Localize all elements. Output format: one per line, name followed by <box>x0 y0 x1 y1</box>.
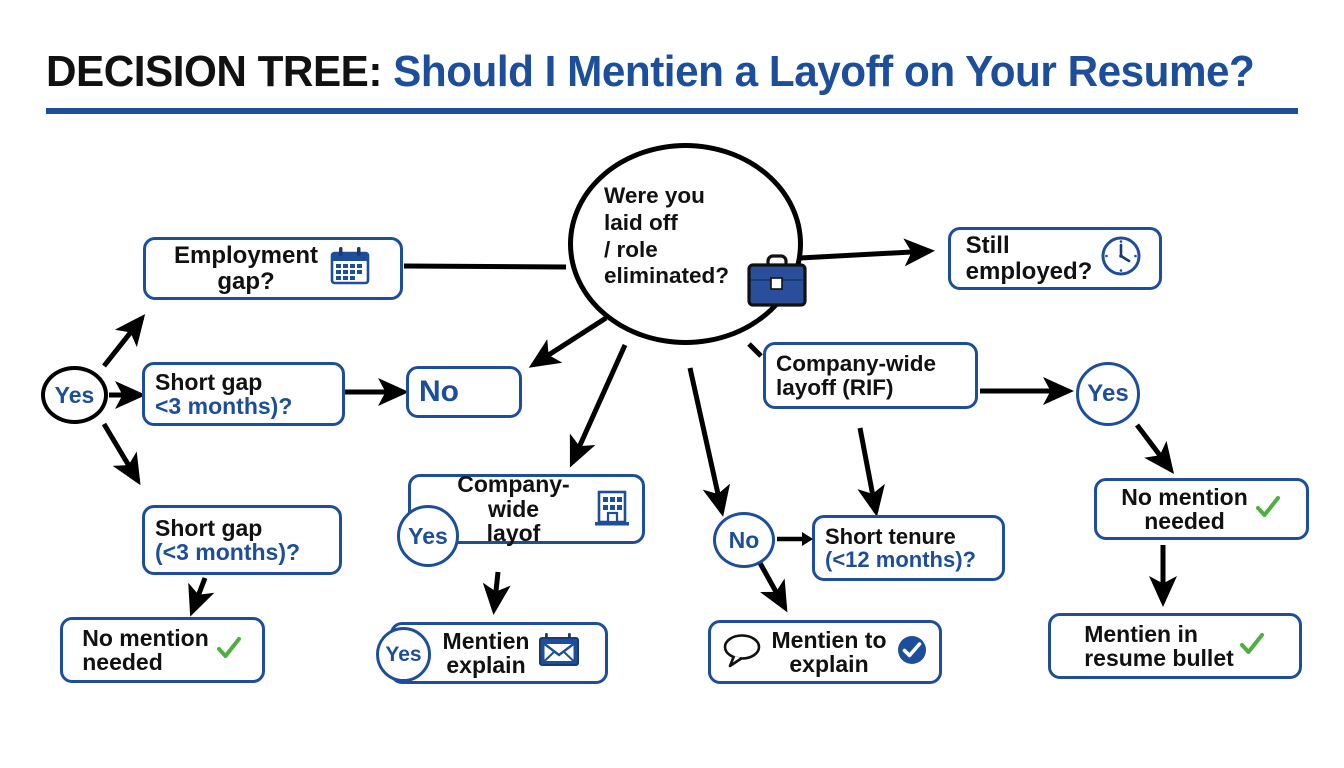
node-no-answer[interactable]: No <box>406 366 522 418</box>
short-tenure-line-1: Short tenure <box>825 523 956 549</box>
root-decision-label: Were you laid off / role eliminated? <box>604 183 769 290</box>
link-root-to-employment-gap <box>403 263 567 270</box>
still-employed-line-2: employed? <box>965 257 1093 285</box>
title-main-text: DECISION TREE: <box>46 47 382 96</box>
badge-yes-mentien-explain-label: Yes <box>385 642 422 666</box>
node-still-employed[interactable]: Still employed? <box>948 227 1162 290</box>
resume-bullet-line-1: Mentien in <box>1084 620 1198 647</box>
no-mention-right-line-2: needed <box>1144 508 1225 534</box>
company-layof-line-2: layof <box>486 520 541 547</box>
mentien-to-explain-line-2: explain <box>789 651 869 677</box>
badge-yes-rif-label: Yes <box>1087 380 1129 407</box>
short-gap-upper-line-2: <3 months)? <box>155 393 293 419</box>
still-employed-line-1: Still <box>965 232 1010 260</box>
short-gap-upper-line-1: Short gap <box>155 368 263 395</box>
badge-yes-company-layof[interactable]: Yes <box>397 505 459 567</box>
root-decision-circle[interactable] <box>568 143 803 345</box>
no-mention-right-line-1: No mention <box>1121 483 1248 510</box>
link-rif-to-short-tenure <box>857 427 885 517</box>
link-yes-to-no-mention-right <box>1135 423 1175 474</box>
node-employment-gap[interactable]: Employment gap? <box>143 237 403 300</box>
envelope-icon <box>537 631 581 675</box>
badge-no-short-tenure-label: No <box>728 526 760 553</box>
link-short-gap-lower-to-no-mention <box>188 577 215 617</box>
root-line-4: eliminated? <box>604 263 730 289</box>
mentien-to-explain-line-1: Mentien to <box>771 626 887 653</box>
badge-yes-rif[interactable]: Yes <box>1076 362 1140 426</box>
briefcase-icon <box>747 254 807 307</box>
link-no-to-mentien-to-explain <box>757 561 788 613</box>
node-no-mention-needed-left[interactable]: No mention needed <box>60 617 265 683</box>
company-layof-line-1: Company-wide <box>457 471 570 522</box>
badge-yes-left[interactable]: Yes <box>41 366 108 424</box>
calendar-icon <box>328 244 372 293</box>
no-answer-label: No <box>419 375 459 409</box>
link-root-to-company-wide-layof <box>569 343 628 468</box>
root-line-1: Were you <box>604 183 705 208</box>
resume-bullet-line-2: resume bullet <box>1084 645 1234 671</box>
green-check-icon <box>1238 630 1266 662</box>
link-root-to-still-employed <box>799 238 935 267</box>
node-mentien-to-explain[interactable]: Mentien to explain <box>708 620 942 684</box>
speech-bubble-icon <box>722 632 764 672</box>
employment-gap-line-1: Employment <box>173 242 319 270</box>
arrow-no-to-short-tenure-icon <box>777 532 813 546</box>
short-gap-lower-line-1: Short gap <box>155 514 263 541</box>
green-check-icon <box>215 634 243 666</box>
root-line-2: laid off <box>604 209 678 235</box>
mentien-explain-line-1: Mentien <box>442 627 530 654</box>
green-check-icon <box>1254 493 1282 525</box>
node-company-wide-layoff-rif[interactable]: Company-wide layoff (RIF) <box>763 342 978 409</box>
mentien-explain-line-2: explain <box>446 652 526 678</box>
badge-yes-mentien-explain[interactable]: Yes <box>376 627 431 682</box>
link-root-to-no <box>528 315 608 368</box>
rif-line-2: layoff (RIF) <box>776 374 894 400</box>
title-underline-rule <box>46 108 1298 114</box>
root-line-3: / role <box>604 236 658 262</box>
node-no-mention-needed-right[interactable]: No mention needed <box>1094 478 1309 540</box>
title-subtitle-text: Should I Mentien a Layoff on Your Resume… <box>381 47 1255 96</box>
node-short-gap-upper[interactable]: Short gap <3 months)? <box>142 362 345 426</box>
short-gap-lower-line-2: (<3 months)? <box>155 539 301 565</box>
node-short-gap-lower[interactable]: Short gap (<3 months)? <box>142 505 342 575</box>
node-short-tenure[interactable]: Short tenure (<12 months)? <box>812 515 1005 581</box>
no-mention-left-line-1: No mention <box>82 624 209 651</box>
node-mentien-in-resume-bullet[interactable]: Mentien in resume bullet <box>1048 613 1302 679</box>
badge-yes-company-layof-label: Yes <box>408 522 448 549</box>
link-yes-to-employment-gap <box>102 314 146 368</box>
building-icon <box>592 486 632 532</box>
node-company-wide-layof[interactable]: Company-wide layof <box>408 471 645 547</box>
link-layof-to-mentien-explain <box>482 571 511 615</box>
page-title: DECISION TREE: Should I Mentien a Layoff… <box>46 44 1298 114</box>
badge-no-short-tenure[interactable]: No <box>713 512 775 568</box>
link-root-to-no-badge <box>687 367 731 517</box>
clock-icon <box>1098 233 1144 284</box>
employment-gap-line-2: gap? <box>217 267 275 295</box>
short-tenure-line-2: (<12 months)? <box>825 547 976 572</box>
link-yes-to-short-gap-lower <box>101 422 141 486</box>
badge-yes-left-label: Yes <box>54 381 95 408</box>
blue-check-circle-icon <box>895 633 929 671</box>
rif-line-1: Company-wide <box>776 350 937 376</box>
link-root-to-rif-stub <box>747 342 763 358</box>
no-mention-left-line-2: needed <box>82 649 163 675</box>
node-mentien-explain[interactable]: Mentien explain <box>390 622 608 684</box>
